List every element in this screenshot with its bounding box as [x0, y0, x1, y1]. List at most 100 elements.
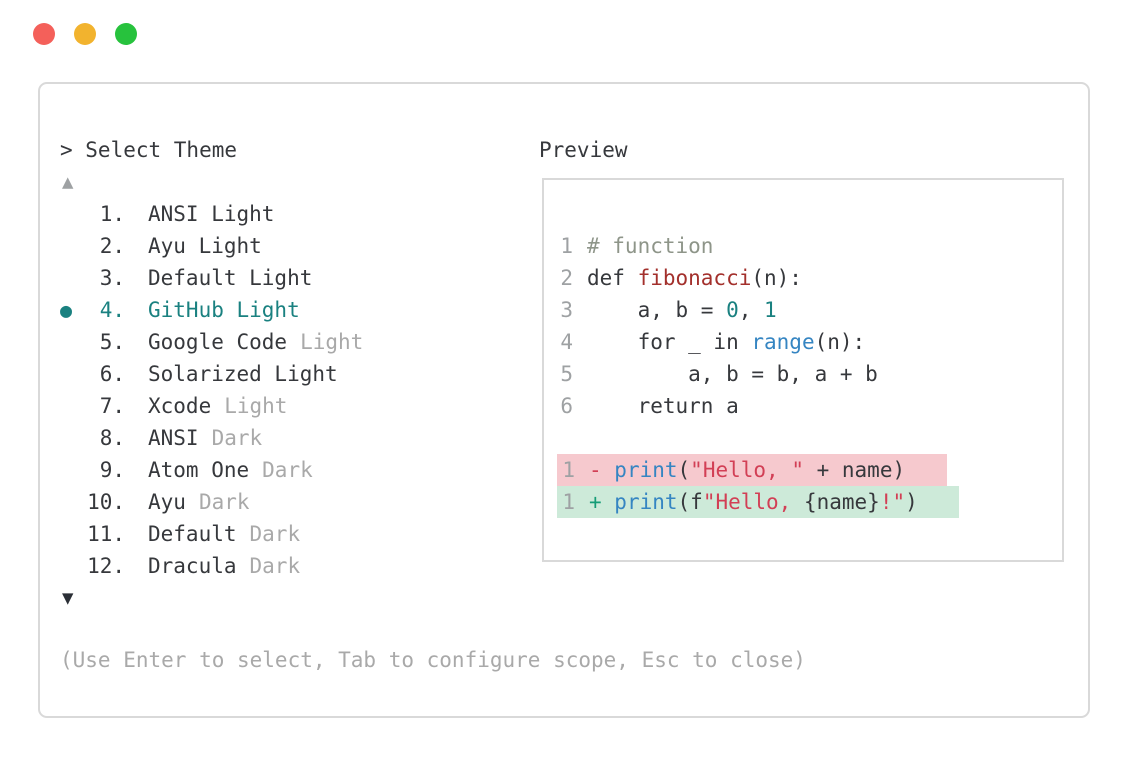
theme-name: Default Light [148, 266, 313, 290]
theme-name: Google Code [148, 330, 288, 354]
theme-variant: Dark [249, 522, 301, 546]
theme-variant: Dark [198, 490, 250, 514]
theme-number: 5. [99, 330, 125, 354]
window-controls [33, 23, 137, 45]
theme-number: 8. [99, 426, 125, 450]
line-number: 5 [560, 362, 573, 386]
code-token-string: !" [879, 490, 906, 514]
theme-name: ANSI [148, 426, 199, 450]
theme-name: Solarized Light [148, 362, 338, 386]
theme-name: Default [148, 522, 237, 546]
theme-item-10[interactable]: 10. Ayu Dark [60, 486, 363, 518]
code-token-plain: ) [905, 490, 918, 514]
code-token-plain: a, b = b, a + b [587, 362, 878, 386]
code-token-plain: a, b = [587, 298, 727, 322]
blank-line [544, 422, 1062, 454]
code-token-builtin: print [614, 490, 678, 514]
theme-name: Atom One [148, 458, 250, 482]
code-token-plain: for _ in [587, 330, 752, 354]
code-line: 4 for _ in range(n): [544, 326, 1062, 358]
theme-item-2[interactable]: 2. Ayu Light [60, 230, 363, 262]
code-token-plain: def [587, 266, 638, 290]
theme-number: 4. [99, 298, 125, 322]
code-token-comment: # function [587, 234, 714, 258]
theme-number: 11. [87, 522, 125, 546]
code-token-func: fibonacci [637, 266, 752, 290]
code-token-builtin: range [751, 330, 815, 354]
code-token-plain: (n): [751, 266, 802, 290]
theme-number: 1. [99, 202, 125, 226]
theme-variant: Dark [211, 426, 263, 450]
theme-name: Ayu Light [148, 234, 262, 258]
theme-number: 2. [99, 234, 125, 258]
code-token-number: 0 [726, 298, 739, 322]
theme-variant: Dark [262, 458, 313, 482]
line-number: 4 [560, 330, 573, 354]
code-token-plain: (f [677, 490, 703, 514]
line-number: 1 [562, 490, 575, 514]
theme-list: 1. ANSI Light 2. Ayu Light 3. Default Light ● 4… [60, 198, 363, 582]
scroll-up-indicator-icon[interactable]: ▲ [62, 171, 74, 193]
theme-variant: Dark [249, 554, 301, 578]
theme-picker-dialog: > Select Theme Preview ▲ 1. ANSI Light 2. A… [38, 82, 1090, 718]
line-number: 1 [562, 458, 575, 482]
preview-title: Preview [539, 138, 628, 162]
line-number: 1 [560, 234, 573, 258]
diff-line-added: 1 + print(f"Hello, {name}!") [557, 486, 959, 518]
theme-item-9[interactable]: 9. Atom One Dark [60, 454, 363, 486]
dialog-title: > Select Theme [60, 138, 238, 162]
code-line: 6 return a [544, 390, 1062, 422]
theme-name: Dracula [148, 554, 237, 578]
line-number: 3 [560, 298, 573, 322]
diff-sample: 1- print("Hello, " + name)1+ print(f"Hel… [544, 454, 1062, 518]
selected-bullet-icon: ● [60, 298, 73, 322]
theme-item-1[interactable]: 1. ANSI Light [60, 198, 363, 230]
code-token-plain: {name} [803, 490, 880, 514]
theme-name: Ayu [148, 490, 186, 514]
code-line: 3 a, b = 0, 1 [544, 294, 1062, 326]
line-number: 6 [560, 394, 573, 418]
theme-number: 3. [99, 266, 125, 290]
theme-variant: Light [300, 330, 364, 354]
code-token-plain: + name) [803, 458, 906, 482]
code-token-plain: (n): [814, 330, 866, 354]
theme-item-5[interactable]: 5. Google Code Light [60, 326, 364, 358]
theme-variant: Light [224, 394, 288, 418]
theme-item-6[interactable]: 6. Solarized Light [60, 358, 363, 390]
scroll-down-indicator-icon[interactable]: ▼ [62, 587, 74, 609]
theme-item-3[interactable]: 3. Default Light [60, 262, 363, 294]
line-number: 2 [560, 266, 573, 290]
zoom-window-button[interactable] [115, 23, 137, 45]
code-token-string: "Hello, " [690, 458, 804, 482]
theme-number: 6. [99, 362, 125, 386]
code-line: 5 a, b = b, a + b [544, 358, 1062, 390]
code-token-plain: ( [677, 458, 691, 482]
theme-item-8[interactable]: 8. ANSI Dark [60, 422, 363, 454]
code-token-number: 1 [764, 298, 777, 322]
theme-number: 9. [99, 458, 125, 482]
code-token-plain: , [738, 298, 765, 322]
diff-line-removed: 1- print("Hello, " + name) [557, 454, 947, 486]
close-window-button[interactable] [33, 23, 55, 45]
theme-name: GitHub Light [148, 298, 300, 322]
code-line: 2 def fibonacci(n): [544, 262, 1062, 294]
code-token-builtin: print [614, 458, 678, 482]
theme-number: 10. [87, 490, 125, 514]
theme-number: 7. [99, 394, 125, 418]
code-line: 1 # function [544, 230, 1062, 262]
code-token-diff-plus: + [589, 490, 615, 514]
code-token-string: "Hello, [702, 490, 804, 514]
theme-item-7[interactable]: 7. Xcode Light [60, 390, 363, 422]
theme-name: Xcode [148, 394, 212, 418]
theme-item-4[interactable]: ● 4. GitHub Light [60, 294, 363, 326]
minimize-window-button[interactable] [74, 23, 96, 45]
keyboard-hints: (Use Enter to select, Tab to configure s… [60, 648, 806, 672]
theme-name: ANSI Light [148, 202, 275, 226]
code-token-plain: return a [587, 394, 739, 418]
code-token-diff-minus: - [589, 458, 615, 482]
theme-item-11[interactable]: 11. Default Dark [60, 518, 363, 550]
